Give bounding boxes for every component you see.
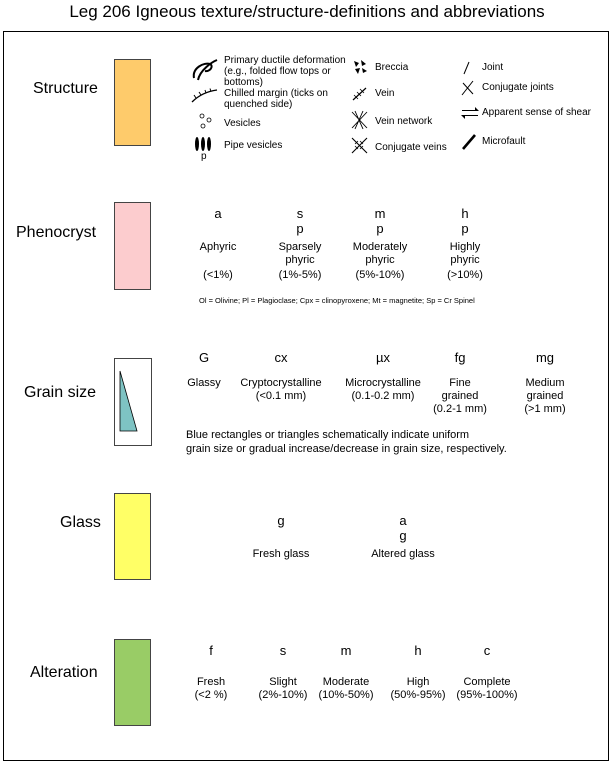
phenocryst-range: (<1%) — [203, 269, 233, 281]
structure-swatch — [114, 59, 151, 146]
grain-size-desc: Medium grained (>1 mm) — [524, 377, 566, 415]
phenocryst-name: Aphyric — [199, 241, 237, 253]
page-title: Leg 206 Igneous texture/structure-defini… — [69, 2, 545, 21]
structure-label: Structure — [33, 80, 98, 97]
glass-label: Glass — [60, 514, 101, 531]
ductile-deformation-text: Primary ductile deformation (e.g., folde… — [224, 55, 346, 88]
vein-text: Vein — [375, 88, 395, 99]
shear-sense-text: Apparent sense of shear — [482, 107, 591, 118]
grain-size-swatch — [114, 358, 152, 446]
phenocryst-code: m p — [374, 206, 386, 236]
grain-size-code: fg — [454, 350, 466, 365]
joint-icon — [463, 61, 470, 75]
ductile-deformation-icon — [192, 59, 218, 81]
alteration-code: f — [209, 643, 213, 658]
phenocryst-code: s p — [296, 206, 304, 236]
alteration-swatch — [114, 639, 151, 726]
alteration-desc: Moderate (10%-50%) — [318, 676, 374, 701]
grain-size-desc: Glassy — [187, 377, 221, 389]
phenocryst-code: a — [214, 206, 222, 221]
alteration-desc: Complete (95%-100%) — [456, 676, 518, 701]
conjugate-veins-icon — [351, 137, 368, 154]
phenocryst-name: Sparsely phyric — [278, 241, 322, 266]
phenocryst-label: Phenocryst — [16, 224, 97, 241]
grain-size-desc: Fine grained (0.2-1 mm) — [433, 377, 487, 415]
conjugate-joints-icon — [461, 80, 474, 96]
alteration-label: Alteration — [30, 664, 98, 681]
pipe-vesicles-glyph: p — [201, 151, 207, 162]
alteration-code: m — [340, 643, 352, 658]
vein-icon — [352, 87, 367, 101]
breccia-icon — [354, 60, 367, 74]
phenocryst-note: Ol = Olivine; Pl = Plagioclase; Cpx = cl… — [199, 296, 475, 305]
grain-size-code: G — [198, 350, 210, 365]
alteration-code: c — [483, 643, 491, 658]
phenocryst-name: Moderately phyric — [352, 241, 408, 266]
alteration-desc: Fresh (<2 %) — [194, 676, 228, 701]
phenocryst-range: (1%-5%) — [278, 269, 322, 281]
grain-size-note: Blue rectangles or triangles schematical… — [186, 429, 507, 455]
glass-swatch — [114, 493, 151, 580]
alteration-desc: Slight (2%-10%) — [258, 676, 308, 701]
phenocryst-range: (>10%) — [447, 269, 483, 281]
grain-size-code: mg — [535, 350, 555, 365]
pipe-vesicles-text: Pipe vesicles — [224, 140, 283, 151]
pipe-vesicles-icon — [195, 137, 211, 151]
phenocryst-code: h p — [461, 206, 469, 236]
vesicles-text: Vesicles — [224, 118, 261, 129]
phenocryst-swatch — [114, 202, 151, 290]
vein-network-icon — [351, 110, 368, 130]
glass-code: g — [277, 513, 285, 528]
vesicles-icon — [199, 113, 212, 129]
phenocryst-name: Highly phyric — [449, 241, 481, 266]
phenocryst-range: (5%-10%) — [355, 269, 405, 281]
chilled-margin-icon — [191, 88, 218, 103]
grain-size-label: Grain size — [24, 384, 97, 401]
glass-desc: Altered glass — [371, 548, 435, 560]
legend-frame — [3, 31, 609, 761]
alteration-desc: High (50%-95%) — [390, 676, 446, 701]
microfault-text: Microfault — [482, 136, 526, 147]
vein-network-text: Vein network — [375, 116, 433, 127]
glass-code: a g — [399, 513, 407, 543]
glass-desc: Fresh glass — [252, 548, 310, 560]
grain-size-desc: Microcrystalline (0.1-0.2 mm) — [345, 377, 421, 402]
alteration-code: s — [279, 643, 287, 658]
microfault-icon — [462, 134, 476, 150]
conjugate-joints-text: Conjugate joints — [482, 82, 554, 93]
grain-size-code: cx — [274, 350, 288, 365]
conjugate-veins-text: Conjugate veins — [375, 142, 447, 153]
grain-size-desc: Cryptocrystalline (<0.1 mm) — [240, 377, 322, 402]
joint-text: Joint — [482, 62, 504, 73]
chilled-margin-text: Chilled margin (ticks on quenched side) — [224, 88, 328, 110]
shear-sense-icon — [461, 107, 479, 119]
breccia-text: Breccia — [375, 62, 409, 73]
grain-size-code: µx — [376, 350, 390, 365]
alteration-code: h — [414, 643, 422, 658]
